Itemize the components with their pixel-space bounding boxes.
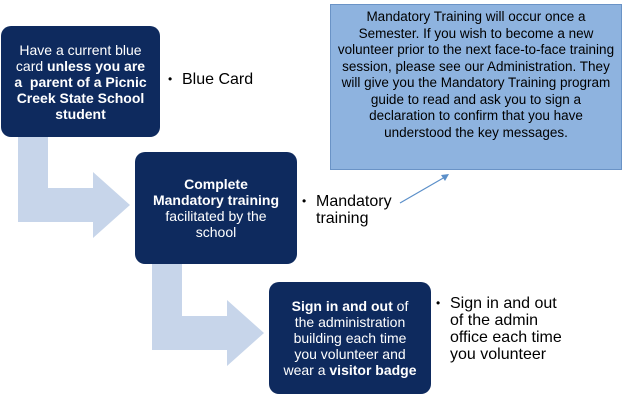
bold-text-run: Creek State School — [16, 89, 145, 106]
text-run: wear a — [283, 362, 330, 378]
bullet-dot: • — [436, 296, 441, 310]
bold-text-run: unless you are — [47, 57, 146, 74]
step-text-line: student — [14, 106, 146, 122]
step-text-line: school — [153, 224, 279, 240]
step-text-line: facilitated by the — [153, 208, 279, 224]
bullet-dot: • — [168, 72, 173, 86]
note-connector-arrowhead — [441, 174, 449, 181]
note-connector-line — [399, 176, 446, 204]
step-text-line: Sign in and out of — [283, 298, 416, 314]
step-text-line: building each time — [283, 330, 416, 346]
bold-text-run: Complete — [184, 176, 248, 192]
bullet-mandatory-training: • Mandatory training — [302, 193, 402, 227]
mandatory-training-note: Mandatory Training will occur once a Sem… — [330, 4, 622, 170]
text-run: the administration — [294, 314, 406, 330]
step-text-line: Creek State School — [14, 90, 146, 106]
step-text-line: you volunteer and — [283, 346, 416, 362]
text-run: of — [392, 298, 409, 314]
step-text-line: wear a visitor badge — [283, 362, 416, 378]
bullet-sign-in-out: • Sign in and out of the admin office ea… — [436, 295, 566, 363]
bent-arrow-step2-to-step3 — [152, 264, 264, 366]
step-text-line: the administration — [283, 314, 416, 330]
bullet-label-mandatory-training: Mandatory training — [316, 193, 392, 227]
step-text-line: Have a current blue — [14, 42, 146, 58]
text-run: facilitated by the — [165, 208, 267, 224]
text-run: Have a current blue — [19, 41, 142, 58]
bullet-blue-card: • Blue Card — [168, 71, 253, 88]
bold-text-run: student — [55, 105, 106, 122]
bold-text-run: Mandatory training — [152, 192, 279, 208]
step-text-line: Mandatory training — [153, 192, 279, 208]
bent-arrow-step1-to-step2 — [18, 137, 130, 238]
bullet-label-blue-card: Blue Card — [182, 71, 254, 88]
step-text-line: card unless you are — [14, 58, 146, 74]
text-run: school — [195, 224, 237, 240]
bold-text-run: visitor badge — [329, 362, 417, 378]
bullet-dot: • — [302, 194, 307, 208]
step-text-line: Complete — [153, 176, 279, 192]
text-run: building each time — [293, 330, 407, 346]
step-text-line: a parent of a Picnic — [14, 74, 146, 90]
text-run: you volunteer and — [294, 346, 406, 362]
text-run: card — [15, 57, 48, 74]
bold-text-run: a parent of a Picnic — [14, 73, 147, 90]
bullet-label-sign-in-out: Sign in and out of the admin office each… — [450, 295, 562, 363]
bold-text-run: Sign in and out — [291, 298, 393, 314]
